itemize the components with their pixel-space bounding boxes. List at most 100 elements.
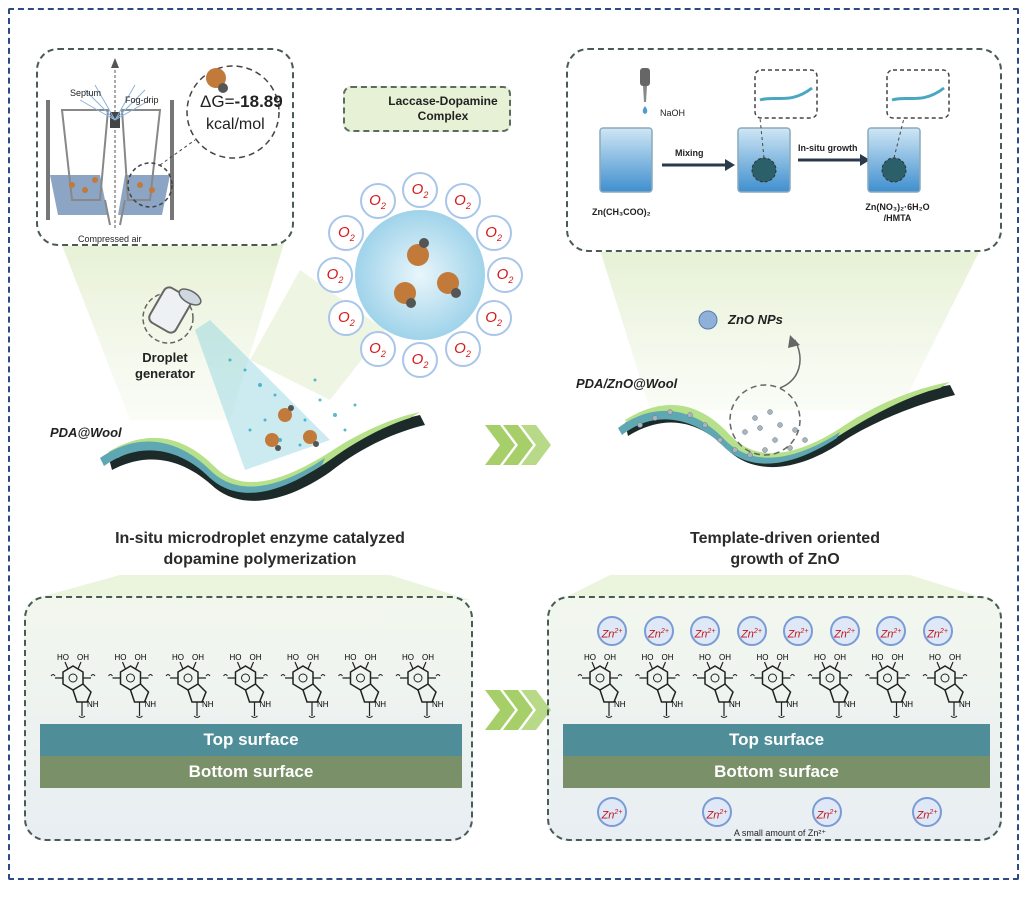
molecule-label-oh1: OH xyxy=(250,653,262,662)
zn-ion-top: Zn2+ xyxy=(829,616,860,646)
delta-g-prefix: ΔG= xyxy=(200,92,235,111)
left-title-line1: In-situ microdroplet enzyme catalyzed xyxy=(115,530,405,547)
pda-molecule-unit: HO OH NH xyxy=(577,653,626,718)
zn-ion-bottom: Zn2+ xyxy=(812,797,842,827)
oxygen-bubble: O2 xyxy=(328,299,365,336)
zn-nitrate-line2: /HMTA xyxy=(883,213,912,223)
arrow-mixing xyxy=(662,159,735,171)
naoh-label: NaOH xyxy=(660,108,686,118)
right-title-line1: Template-driven oriented xyxy=(690,530,880,547)
spray-inset-panel xyxy=(36,48,294,246)
beaker-2 xyxy=(737,69,818,193)
left-structure-panel xyxy=(24,596,473,841)
molecule-label-oh1: OH xyxy=(719,653,731,662)
zn-ion-top: Zn2+ xyxy=(690,616,720,646)
molecule-label-ho1: HO xyxy=(172,653,184,662)
molecule-label-oh1: OH xyxy=(192,653,204,662)
pda-molecule-unit: HO OH NH xyxy=(280,653,329,718)
molecule-label-ho1: HO xyxy=(584,653,596,662)
zn-ion-top: Zn2+ xyxy=(643,616,674,646)
molecule-label-oh1: OH xyxy=(892,653,904,662)
molecule-label-oh1: OH xyxy=(135,653,147,662)
delta-g-text: ΔG=-18.89 xyxy=(200,92,283,112)
molecule-label-oh1: OH xyxy=(604,653,616,662)
pda-molecule-unit: HO OH NH xyxy=(692,653,741,718)
zn-acetate-label: Zn(CH₃COO)₂ xyxy=(592,207,651,217)
droplet-generator-label-line2: generator xyxy=(135,366,195,381)
septum-label: Septum xyxy=(70,88,102,98)
molecule-label-oh1: OH xyxy=(365,653,377,662)
spotlight-right-bottom xyxy=(560,575,990,600)
right-structure-panel xyxy=(547,596,1002,841)
molecule-label-oh1: OH xyxy=(777,653,789,662)
enzyme-icon-cluster xyxy=(394,238,461,308)
compressed-air-label: Compressed air xyxy=(78,234,142,244)
beaker-1 xyxy=(599,127,653,193)
right-title-line2: growth of ZnO xyxy=(730,551,840,568)
pda-wool-label: PDA@Wool xyxy=(50,425,122,440)
molecule-label-ho1: HO xyxy=(872,653,884,662)
oxygen-bubble: O2 xyxy=(359,330,396,367)
molecule-label-ho1: HO xyxy=(699,653,711,662)
molecule-label-nh: NH xyxy=(317,700,329,709)
oxygen-bubble: O2 xyxy=(444,183,481,220)
left-wool-ribbon xyxy=(100,412,425,501)
delta-g-bubble xyxy=(186,65,280,159)
reaction-bubble xyxy=(355,210,485,340)
molecule-label-oh1: OH xyxy=(949,653,961,662)
arrow-in-situ xyxy=(798,154,870,166)
zn-ion-top: Zn2+ xyxy=(783,616,813,646)
in-situ-growth-label: In-situ growth xyxy=(798,143,858,153)
right-bottom-surface: Bottom surface xyxy=(563,756,990,788)
molecule-label-nh: NH xyxy=(260,700,272,709)
legend-box xyxy=(343,86,511,132)
zn-ion-bottom: Zn2+ xyxy=(912,797,942,827)
molecule-label-nh: NH xyxy=(729,700,741,709)
pda-molecule-unit: HO OH NH xyxy=(108,653,157,718)
oxygen-bubble: O2 xyxy=(328,214,365,251)
oxygen-bubble: O2 xyxy=(317,257,353,293)
oxygen-bubble: O2 xyxy=(487,257,523,293)
molecule-label-ho1: HO xyxy=(287,653,299,662)
small-amount-zn-label: A small amount of Zn²⁺ xyxy=(733,828,827,838)
left-section-title: In-situ microdroplet enzyme catalyzed do… xyxy=(60,528,460,570)
legend-label: Laccase-Dopamine Complex xyxy=(388,94,498,123)
molecule-label-nh: NH xyxy=(844,700,856,709)
right-top-surface: Top surface xyxy=(563,724,990,756)
chevron-arrow-bottom xyxy=(485,690,551,730)
zn-ion-top: Zn2+ xyxy=(736,616,767,646)
oxygen-bubble: O2 xyxy=(475,299,512,336)
delta-g-unit: kcal/mol xyxy=(206,116,265,133)
fog-drip-label: Fog-drip xyxy=(125,95,159,105)
molecule-label-nh: NH xyxy=(375,700,387,709)
molecule-label-nh: NH xyxy=(614,700,626,709)
molecule-label-ho1: HO xyxy=(814,653,826,662)
molecule-label-nh: NH xyxy=(902,700,914,709)
dropper-icon xyxy=(640,68,650,114)
molecule-label-nh: NH xyxy=(145,700,157,709)
molecule-label-ho1: HO xyxy=(115,653,127,662)
molecule-label-oh1: OH xyxy=(77,653,89,662)
chevron-arrow-top xyxy=(485,425,551,465)
molecule-label-ho1: HO xyxy=(642,653,654,662)
left-bottom-surface: Bottom surface xyxy=(40,756,462,788)
right-section-title: Template-driven oriented growth of ZnO xyxy=(590,528,980,570)
zn-nitrate-label: Zn(NO₃)₂·6H₂O /HMTA xyxy=(850,202,945,224)
molecule-label-oh1: OH xyxy=(307,653,319,662)
molecule-label-ho1: HO xyxy=(57,653,69,662)
spotlight-bubble xyxy=(250,270,385,400)
zn-ion-bottom: Zn2+ xyxy=(702,797,732,827)
delta-g-value: -18.89 xyxy=(234,92,283,111)
left-top-surface: Top surface xyxy=(40,724,462,756)
molecule-label-ho1: HO xyxy=(757,653,769,662)
droplet-generator-icon xyxy=(142,286,202,344)
zn-ion-top: Zn2+ xyxy=(876,616,906,646)
